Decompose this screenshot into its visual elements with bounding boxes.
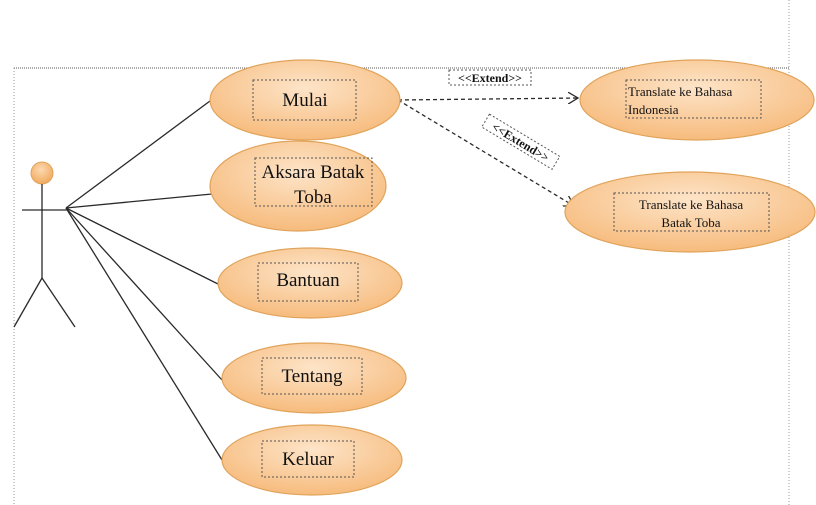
stick-figure-actor-icon [30,161,54,185]
translate-indonesia-label-line2: Indonesia [628,102,679,117]
associations [65,97,223,461]
association-mulai [65,97,215,209]
use-case-aksara-label-line2: Toba [294,187,332,208]
use-case-keluar[interactable]: Keluar [221,424,403,496]
association-aksara [65,193,213,209]
translate-indonesia-label-line1: Translate ke Bahasa [628,84,732,99]
actor-figure [13,161,76,328]
association-bantuan [65,207,219,285]
use-case-aksara-batak-toba[interactable]: Aksara Batak Toba [209,140,387,232]
use-case-bantuan-label: Bantuan [276,270,340,291]
extend-arrow-indonesia [397,98,578,100]
translate-batak-label-line2: Batak Toba [661,215,720,230]
association-tentang [65,207,223,381]
extend-relations: <<Extend>> <<Extend>> [397,69,578,206]
use-case-keluar-label: Keluar [282,449,334,470]
use-case-translate-batak-toba[interactable]: Translate ke Bahasa Batak Toba [564,171,816,253]
extend-label-2: <<Extend>> [481,113,561,170]
translate-batak-label-line1: Translate ke Bahasa [639,197,743,212]
use-case-bantuan[interactable]: Bantuan [217,247,403,319]
extend-label-1: <<Extend>> [448,69,532,86]
use-case-tentang-label: Tentang [282,366,343,387]
use-case-mulai[interactable]: Mulai [209,59,401,141]
use-case-translate-indonesia[interactable]: Translate ke Bahasa Indonesia [579,59,815,141]
association-keluar [65,207,223,461]
use-case-mulai-label: Mulai [282,90,327,111]
svg-text:<<Extend>>: <<Extend>> [489,120,551,165]
use-case-tentang[interactable]: Tentang [221,342,407,414]
svg-text:<<Extend>>: <<Extend>> [458,71,522,85]
extend-arrow-batak [397,99,574,206]
use-case-aksara-label-line1: Aksara Batak [262,162,365,183]
